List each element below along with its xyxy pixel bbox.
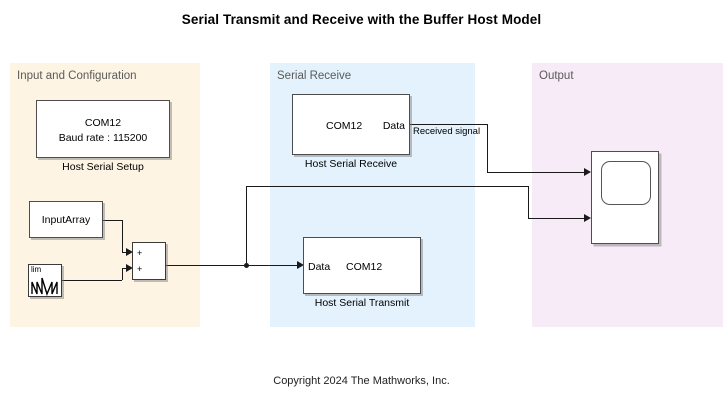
host-serial-receive-out-port-label: Data [382,120,405,132]
sum-sign-2: + [137,264,143,274]
panel-output-label: Output [539,70,574,82]
repeating-sequence-label: lim [31,265,42,274]
wire-inputarray-to-sum-v [122,220,123,252]
wire-branch-to-scope-h2 [528,218,588,219]
input-array-label: InputArray [41,214,91,226]
scope-screen [601,161,651,205]
block-scope[interactable] [591,151,659,244]
block-caption-host-serial-receive: Host Serial Receive [304,158,398,170]
block-host-serial-setup[interactable]: COM12 Baud rate : 115200 [36,100,170,158]
wire-sum-to-transmit [166,265,300,266]
block-caption-host-serial-transmit: Host Serial Transmit [314,297,410,309]
sum-sign-1: + [137,248,143,258]
wire-branch-to-scope-v2 [528,186,529,218]
wire-branch-to-scope-v1 [246,186,247,265]
wire-junction-sum-output [244,262,249,268]
wire-receive-to-scope-h1 [410,124,487,125]
arrow-sum-input-1 [126,247,133,256]
arrow-scope-input-1 [584,167,591,176]
host-serial-transmit-in-port-label: Data [308,261,331,273]
wire-receive-to-scope-v [487,124,488,172]
wire-label-received-signal: Received signal [413,126,481,137]
host-serial-receive-port-text: COM12 [326,120,363,132]
block-sum[interactable]: + + [132,242,166,280]
wire-inputarray-to-sum-h2 [122,252,128,253]
arrow-sum-input-2 [126,263,133,272]
wire-lim-to-sum-h1 [62,280,122,281]
copyright-text: Copyright 2024 The Mathworks, Inc. [273,375,450,387]
block-host-serial-receive[interactable]: COM12 Data [292,94,410,155]
panel-serial-receive-label: Serial Receive [277,70,352,82]
arrow-transmit-data-input [297,260,304,269]
block-host-serial-transmit[interactable]: Data COM12 [303,237,421,294]
block-repeating-sequence[interactable]: lim [28,264,62,297]
wire-receive-to-scope-h2 [487,172,588,173]
wire-inputarray-to-sum-h1 [103,220,122,221]
sawtooth-waveform-icon [31,277,58,296]
wire-branch-to-scope-h1 [246,186,528,187]
block-input-array[interactable]: InputArray [29,201,103,238]
wire-lim-to-sum-h2 [122,268,128,269]
page-title: Serial Transmit and Receive with the Buf… [181,12,542,27]
host-serial-transmit-port-text: COM12 [346,261,383,273]
host-serial-setup-baud-line: Baud rate : 115200 [58,132,148,144]
panel-input-and-configuration-label: Input and Configuration [17,70,137,82]
arrow-scope-input-2 [584,213,591,222]
block-caption-host-serial-setup: Host Serial Setup [62,161,144,173]
host-serial-setup-port-line: COM12 [84,117,122,129]
wire-lim-to-sum-v [122,268,123,280]
